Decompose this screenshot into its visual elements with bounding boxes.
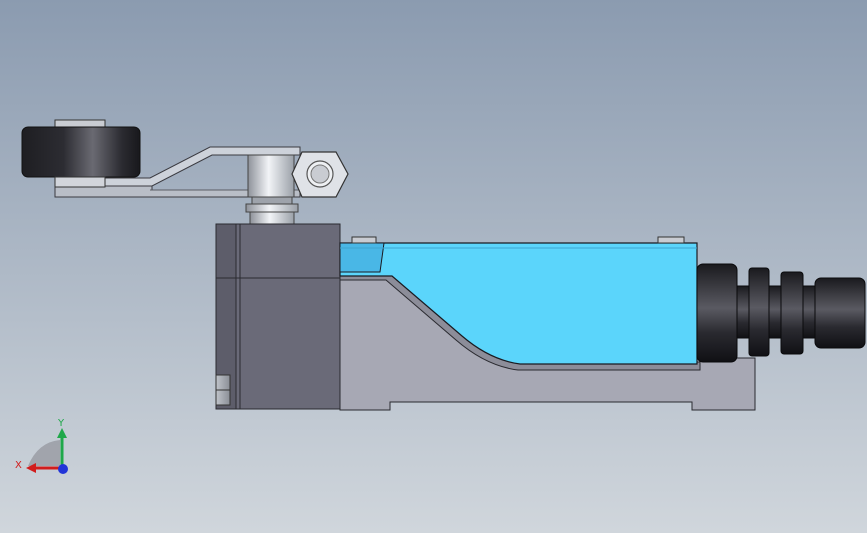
triad-x-arrow xyxy=(26,463,36,473)
limit-switch-model[interactable] xyxy=(21,119,866,411)
body-top-screw-left xyxy=(351,236,377,244)
gland-ring-2 xyxy=(748,267,770,357)
actuator-shaft[interactable] xyxy=(245,154,299,225)
gland-tip xyxy=(814,277,866,349)
switch-body-top-ledge xyxy=(339,242,385,273)
shaft-head xyxy=(247,154,295,198)
shaft-washer xyxy=(245,203,299,213)
roller-tyre xyxy=(21,126,141,178)
triad-y-label: Y xyxy=(57,418,65,429)
cable-gland[interactable] xyxy=(696,263,866,363)
shaft-collar xyxy=(249,211,295,225)
gland-ring-1 xyxy=(736,285,750,339)
head-housing[interactable] xyxy=(215,223,341,410)
switch-body-main xyxy=(339,242,698,365)
gland-ring-4 xyxy=(780,271,804,355)
head-housing-flange xyxy=(215,223,237,410)
triad-y-arrow xyxy=(57,428,67,438)
triad-plane xyxy=(28,440,60,466)
orientation-triad[interactable]: Y X xyxy=(15,418,68,474)
triad-x-label: X xyxy=(15,460,22,471)
gland-ring-5 xyxy=(802,285,816,339)
gland-nut xyxy=(696,263,738,363)
roller-wheel[interactable] xyxy=(21,119,141,188)
head-housing-block xyxy=(215,223,341,410)
triad-z-origin xyxy=(58,464,68,474)
gland-ring-3 xyxy=(768,285,782,339)
shaft-neck xyxy=(251,196,293,205)
pivot-nut[interactable] xyxy=(291,151,349,198)
roller-cap-bottom xyxy=(54,176,106,188)
switch-body[interactable] xyxy=(339,236,698,365)
body-top-screw-right xyxy=(657,236,685,244)
